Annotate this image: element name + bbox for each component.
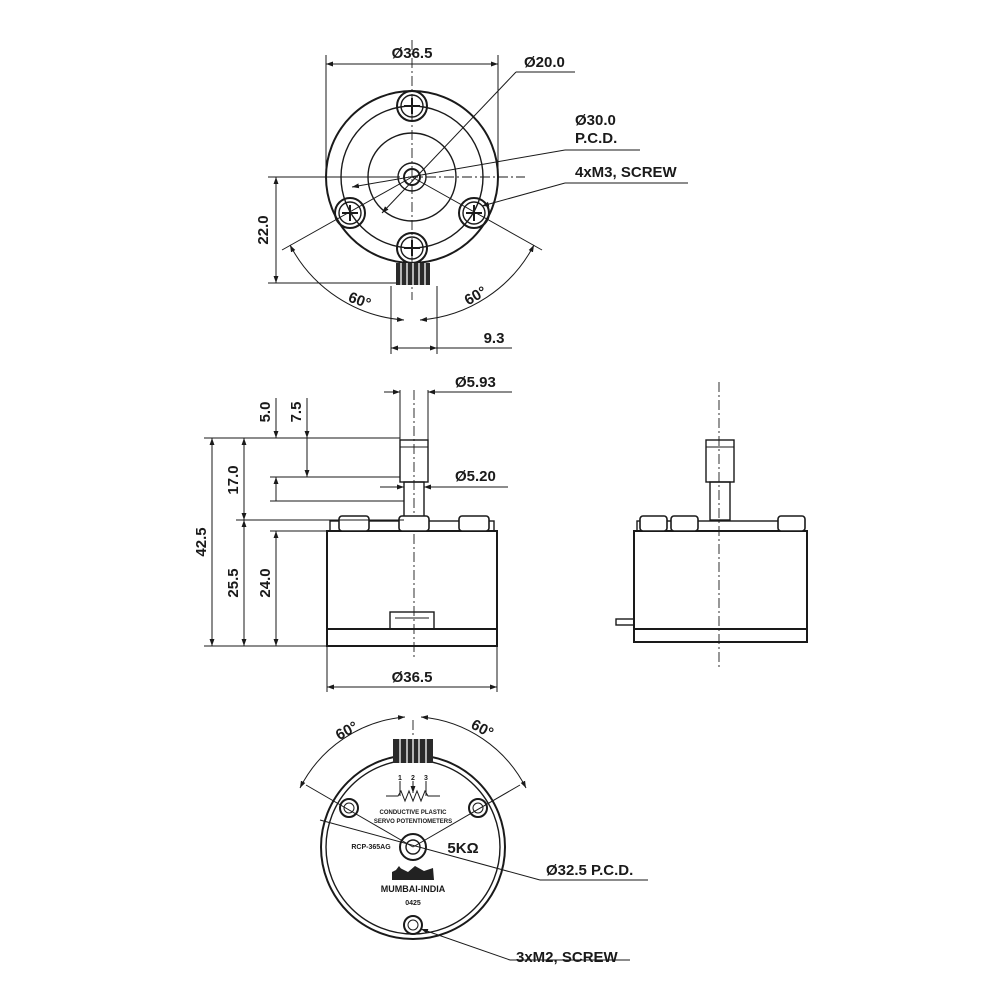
m2-screw-bottom xyxy=(403,915,423,935)
top-outer-dia-label: Ø36.5 xyxy=(392,45,433,62)
pin-2-label: 2 xyxy=(411,775,415,782)
front-view: Ø5.93 Ø5.20 42.5 17.0 25.5 5.0 7.5 24.0 xyxy=(193,374,512,692)
side-terminal-tab xyxy=(615,618,635,626)
boss-dia-label: Ø20.0 xyxy=(524,54,565,71)
m2-screw-right xyxy=(468,798,488,818)
resistance-value: 5KΩ xyxy=(447,840,478,857)
top-angle-left: 60° xyxy=(346,289,373,313)
bottom-view: 1 2 3 CONDUCTIVE PLASTIC SERVO POTENTIOM… xyxy=(299,715,648,966)
origin-label: MUMBAI-INDIA xyxy=(381,884,446,894)
part-number: RCP-365AG xyxy=(351,844,391,851)
body-dia-label: Ø36.5 xyxy=(392,669,433,686)
manufacturer-logo xyxy=(392,866,434,880)
front-body xyxy=(326,530,498,630)
bottom-screw-label: 3xM2, SCREW xyxy=(516,949,619,966)
top-pcd-label: P.C.D. xyxy=(575,130,617,147)
dim-24-label: 24.0 xyxy=(257,568,274,597)
pin-1-label: 1 xyxy=(398,775,402,782)
shaft-dia-label: Ø5.93 xyxy=(455,374,496,391)
top-screw-label: 4xM3, SCREW xyxy=(575,164,678,181)
bottom-pcd-label: Ø32.5 P.C.D. xyxy=(546,862,633,879)
date-code: 0425 xyxy=(405,900,421,907)
m3-screw-top xyxy=(396,90,428,122)
label-line-2: SERVO POTENTIOMETERS xyxy=(374,819,452,825)
m3-screw-left xyxy=(334,197,366,229)
top-view: Ø36.5 Ø20.0 Ø30.0 P.C.D. 4xM3, SCREW 22.… xyxy=(255,40,688,354)
pin-3-label: 3 xyxy=(424,775,428,782)
bottom-angle-right: 60° xyxy=(468,716,496,742)
bottom-angle-left: 60° xyxy=(333,718,361,744)
top-angle-right: 60° xyxy=(462,283,490,309)
label-line-1: CONDUCTIVE PLASTIC xyxy=(379,810,447,816)
side-view xyxy=(615,382,808,668)
side-body xyxy=(633,530,808,630)
front-slot xyxy=(389,611,435,630)
dim-25-5-label: 25.5 xyxy=(225,568,242,597)
dim-42-5-label: 42.5 xyxy=(193,527,210,556)
dim-7-5-label: 7.5 xyxy=(288,402,305,423)
offset-9-3-label: 9.3 xyxy=(484,330,505,347)
dim-5-label: 5.0 xyxy=(257,402,274,423)
top-pcd-value: Ø30.0 xyxy=(575,112,616,129)
dim-17-label: 17.0 xyxy=(225,465,242,494)
m2-screw-left xyxy=(339,798,359,818)
m3-screw-bottom xyxy=(396,232,428,264)
flat-dia-label: Ø5.20 xyxy=(455,468,496,485)
height-22-label: 22.0 xyxy=(255,215,272,244)
side-shaft xyxy=(705,439,735,483)
m3-screw-right xyxy=(458,197,490,229)
